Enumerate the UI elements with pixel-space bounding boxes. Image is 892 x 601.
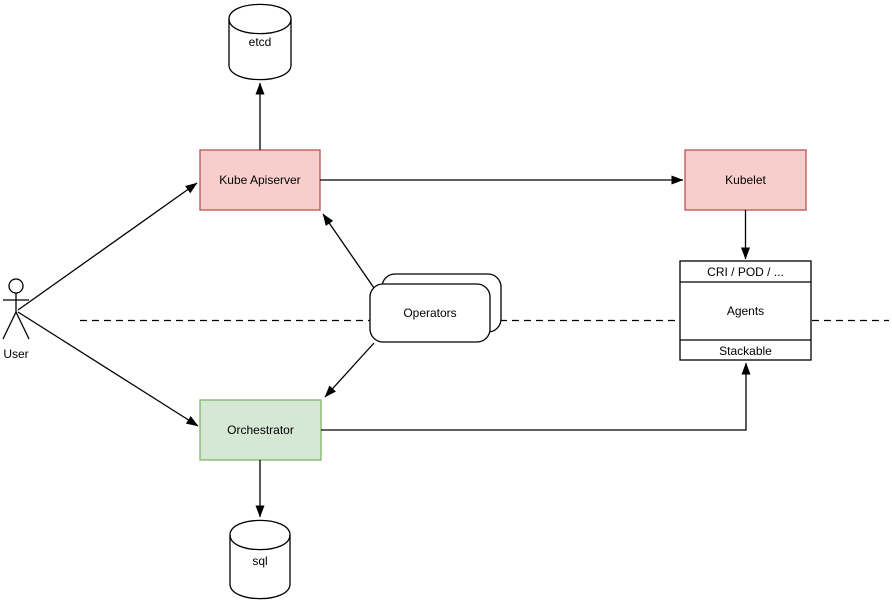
kube-apiserver-label: Kube Apiserver <box>219 173 300 187</box>
actor-left-leg <box>2 311 17 340</box>
edge-operators-to-orchestrator[interactable] <box>324 342 375 398</box>
operators-label: Operators <box>403 306 456 320</box>
user-label: User <box>3 347 28 361</box>
agents-outer-box <box>679 260 812 361</box>
kubelet-label: Kubelet <box>725 173 766 187</box>
node-etcd[interactable]: etcd <box>228 3 292 81</box>
node-kubelet[interactable]: Kubelet <box>684 149 807 211</box>
sql-label: sql <box>252 554 267 568</box>
etcd-cylinder-rim <box>228 18 292 35</box>
actor-head <box>8 278 24 294</box>
sql-cylinder-body <box>229 519 291 600</box>
actor-right-leg <box>15 311 30 340</box>
edge-operators-to-kube-apiserver[interactable] <box>322 213 375 289</box>
node-sql[interactable]: sql <box>229 519 291 600</box>
node-user[interactable]: User <box>2 278 30 361</box>
agents-footer-label: Stackable <box>719 344 772 358</box>
edge-user-to-orchestrator[interactable] <box>17 311 199 427</box>
node-orchestrator[interactable]: Orchestrator <box>199 399 322 461</box>
etcd-cylinder-body <box>228 3 292 81</box>
sql-cylinder-rim <box>229 534 291 551</box>
node-agents[interactable]: CRI / POD / ... Agents Stackable <box>679 260 812 361</box>
agents-body-label: Agents <box>727 304 764 318</box>
node-operators[interactable]: Operators <box>369 273 502 343</box>
etcd-label: etcd <box>249 35 272 49</box>
node-kube-apiserver[interactable]: Kube Apiserver <box>199 149 321 211</box>
agents-header-label: CRI / POD / ... <box>707 265 784 279</box>
edge-user-to-kube-apiserver[interactable] <box>17 182 198 311</box>
orchestrator-label: Orchestrator <box>227 423 294 437</box>
edge-orchestrator-to-agents[interactable] <box>321 362 751 431</box>
kubelet-box <box>684 149 807 211</box>
operators-front-box <box>369 283 491 343</box>
